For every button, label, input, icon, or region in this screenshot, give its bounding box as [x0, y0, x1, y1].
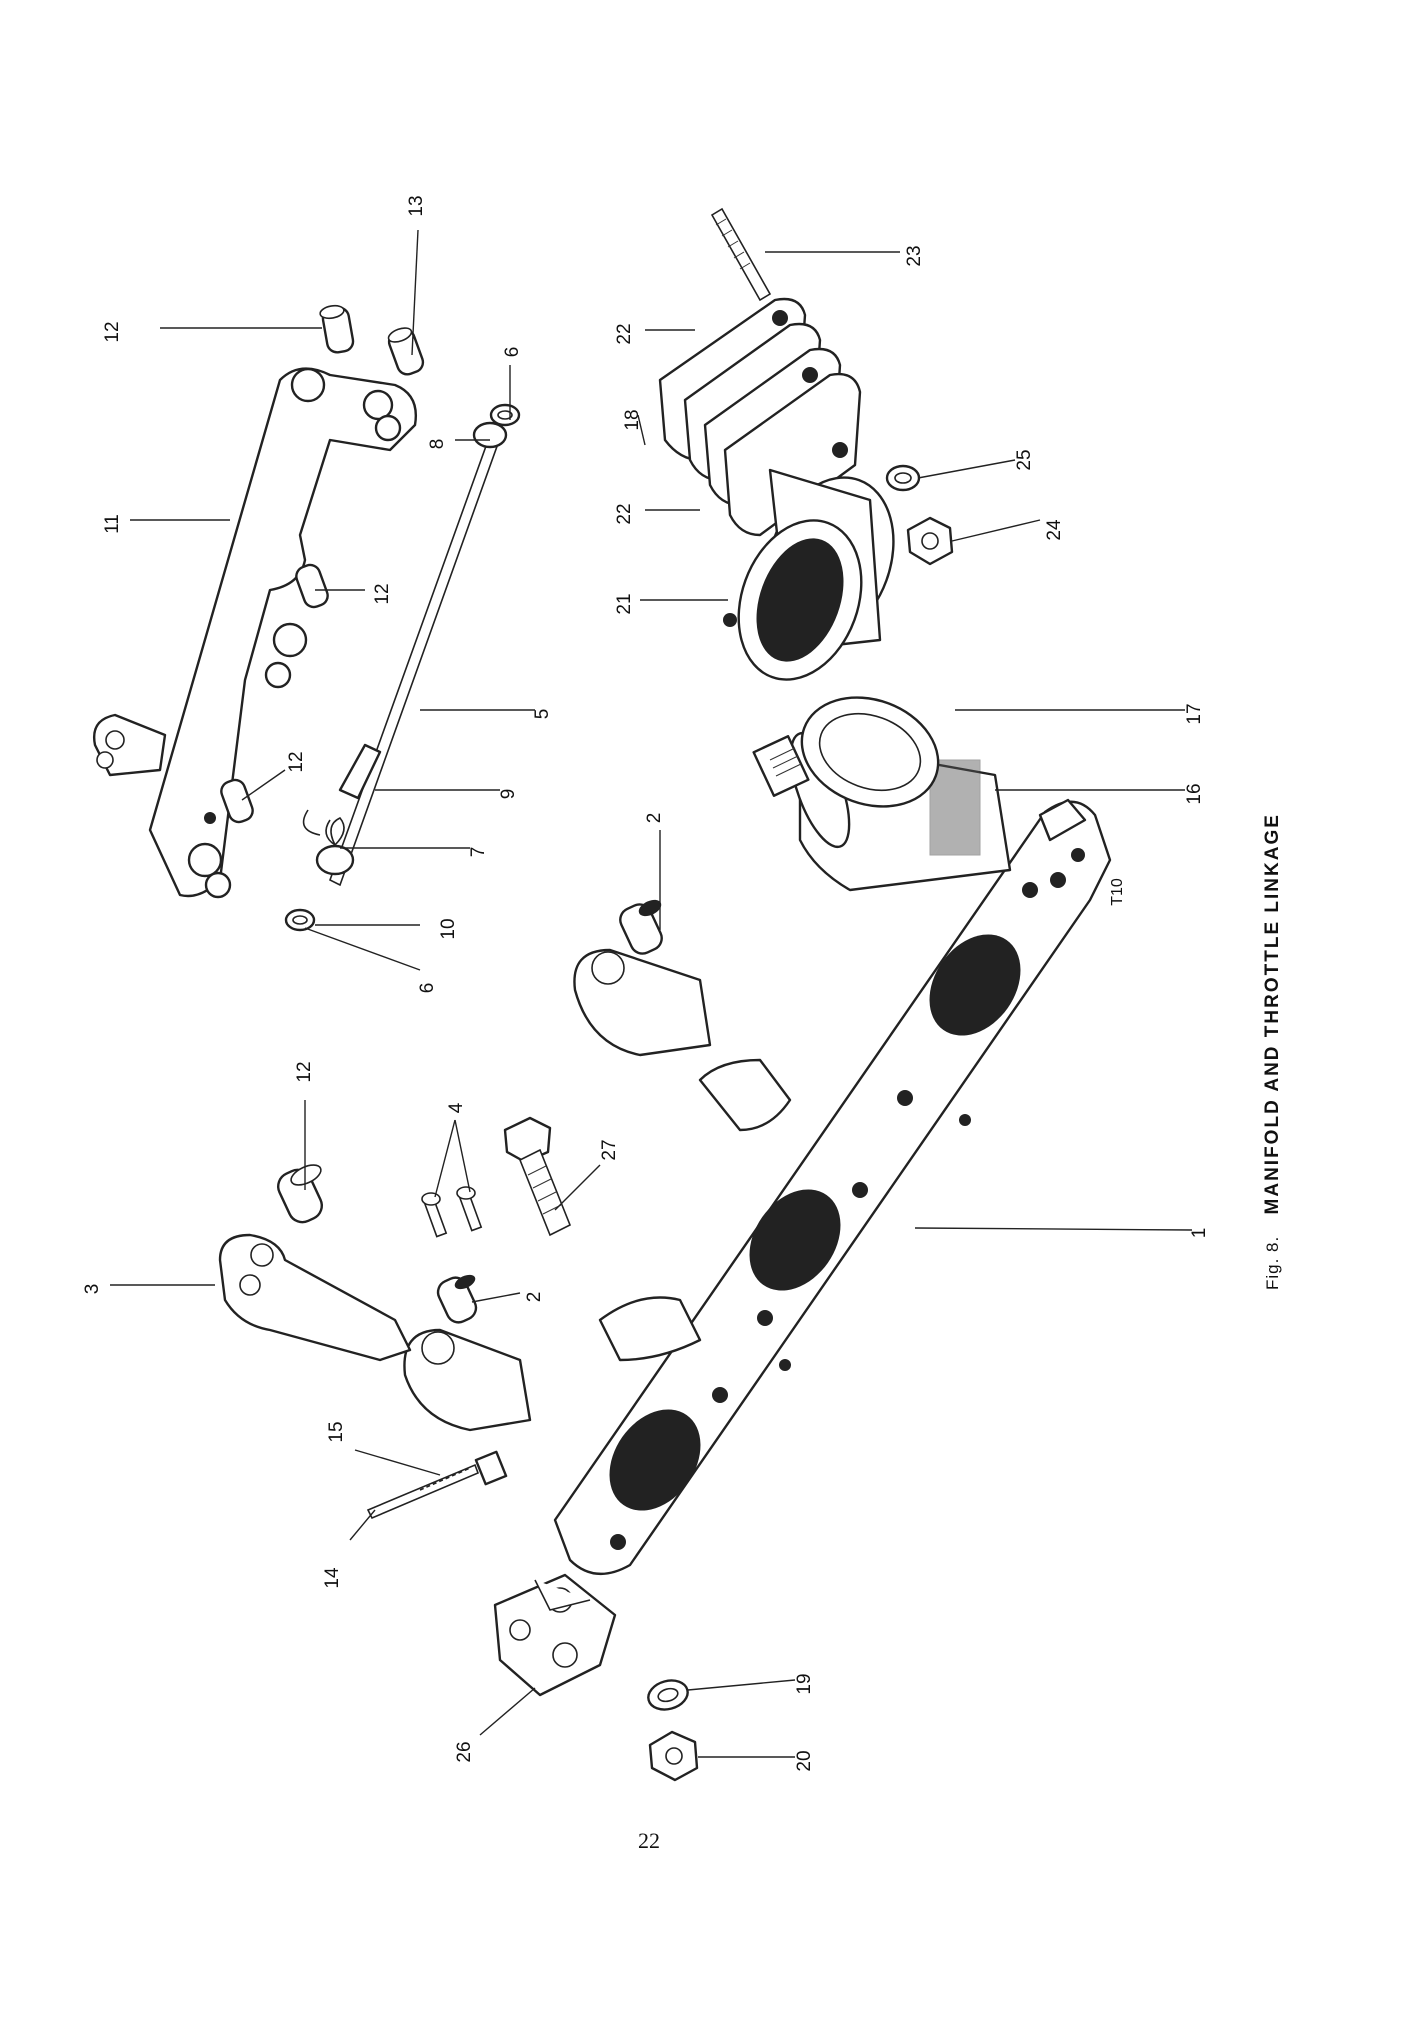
- callout-13: 13: [406, 195, 427, 216]
- figure-caption: Fig. 8. MANIFOLD AND THROTTLE LINKAGE: [1262, 813, 1284, 1290]
- callout-14: 14: [322, 1567, 343, 1589]
- small-screws: [421, 1186, 483, 1238]
- callout-22-lower: 22: [614, 503, 635, 524]
- manifold-body: [403, 798, 1112, 1576]
- clevis-pins-upper: [220, 304, 425, 1224]
- spacer-bushes: [436, 899, 663, 1324]
- washer-and-nut: [647, 1679, 699, 1782]
- callout-22-upper: 22: [614, 323, 635, 344]
- throttle-rod-assembly: [284, 403, 521, 932]
- callout-9: 9: [498, 789, 519, 800]
- callout-12-mid: 12: [372, 583, 393, 604]
- callout-21: 21: [614, 593, 635, 614]
- callout-2-upper: 2: [644, 813, 665, 824]
- callout-26: 26: [454, 1741, 475, 1762]
- callout-16: 16: [1184, 783, 1205, 804]
- callout-5: 5: [532, 709, 553, 720]
- callout-19: 19: [794, 1673, 815, 1694]
- cross-shaft-bracket: [93, 367, 417, 899]
- bracket-plate: [493, 1573, 617, 1697]
- callout-27: 27: [599, 1139, 620, 1160]
- leader-lines: [110, 229, 1193, 1758]
- figure-number: Fig. 8.: [1263, 1235, 1282, 1290]
- callout-24: 24: [1044, 519, 1065, 541]
- callout-15: 15: [326, 1421, 347, 1442]
- callout-12-top: 12: [102, 321, 123, 342]
- stamp-mark: T10: [1109, 878, 1126, 906]
- callout-12-low: 12: [286, 751, 307, 772]
- callout-6-upper: 6: [502, 347, 523, 358]
- callout-25: 25: [1014, 449, 1035, 470]
- throttle-lever: [218, 1233, 412, 1362]
- callout-18: 18: [622, 409, 643, 430]
- stop-screw-and-spring: [366, 1450, 508, 1520]
- callout-7: 7: [468, 847, 489, 858]
- callout-3: 3: [82, 1284, 103, 1295]
- callout-1: 1: [1189, 1228, 1210, 1239]
- bolt: [503, 1116, 572, 1237]
- callout-labels: 1 2 2 3 4 5 6 6 7 8 9 10 11 12 12 12 12 …: [82, 195, 1210, 1771]
- callout-2-lower: 2: [524, 1292, 545, 1303]
- figure-title: MANIFOLD AND THROTTLE LINKAGE: [1262, 813, 1283, 1215]
- callout-17: 17: [1184, 703, 1205, 724]
- flange-adaptor-stack: [658, 297, 895, 681]
- nut-and-washer: [885, 464, 954, 566]
- callout-23: 23: [904, 245, 925, 266]
- callout-8: 8: [427, 439, 448, 450]
- callout-4: 4: [446, 1102, 467, 1113]
- callout-12-bottom: 12: [294, 1061, 315, 1082]
- stud: [710, 207, 772, 302]
- page-number: 22: [638, 1828, 660, 1853]
- callout-11: 11: [102, 514, 123, 534]
- callout-20: 20: [794, 1750, 815, 1771]
- callout-10: 10: [438, 918, 459, 939]
- callout-6-lower: 6: [417, 983, 438, 994]
- hose-clip: [752, 696, 940, 808]
